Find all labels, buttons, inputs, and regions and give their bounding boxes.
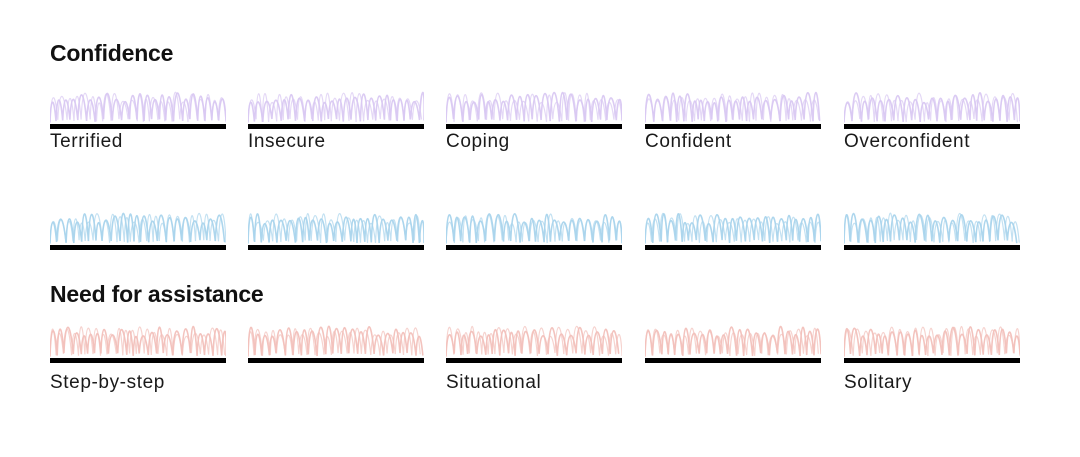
scribble-stroke [844, 212, 1020, 244]
scribble-doodle [645, 325, 821, 357]
scale-label: Step-by-step [50, 372, 165, 393]
scribble-stroke [248, 213, 424, 244]
scribble-stroke [645, 92, 820, 123]
scale-label: Solitary [844, 372, 913, 393]
scribble-stroke [248, 327, 421, 357]
scribble-stroke [645, 327, 819, 357]
scale-baseline [446, 124, 622, 129]
scale-cell-confidence-row0-col4 [844, 78, 1020, 129]
scribble-stroke [844, 92, 1020, 123]
scale-baseline [645, 245, 821, 250]
scale-baseline [50, 245, 226, 250]
scribble-doodle [50, 212, 226, 244]
scribble-doodle [446, 91, 622, 123]
scale-label: Situational [446, 372, 542, 393]
scale-cell-assistance-row0-col4 [844, 312, 1020, 363]
scale-cell-confidence-row1-col0 [50, 199, 226, 250]
scale-cell-assistance-row0-col0 [50, 312, 226, 363]
scale-label: Overconfident [844, 131, 971, 152]
scribble-stroke [446, 325, 622, 357]
scribble-stroke [248, 91, 424, 123]
scribble-stroke [50, 326, 226, 357]
scale-baseline [248, 358, 424, 363]
scale-cell-assistance-row0-col1 [248, 312, 424, 363]
scribble-stroke [844, 92, 1018, 123]
scale-cell-confidence-row0-col0 [50, 78, 226, 129]
scribble-stroke [446, 213, 622, 244]
scribble-doodle [50, 325, 226, 357]
scale-cell-confidence-row1-col1 [248, 199, 424, 250]
scale-cell-confidence-row1-col3 [645, 199, 821, 250]
scribble-doodle [844, 212, 1020, 244]
scale-cell-confidence-row0-col3 [645, 78, 821, 129]
scribble-doodle [446, 213, 622, 244]
scale-cell-assistance-row0-col3 [645, 312, 821, 363]
scale-label: Confident [645, 131, 732, 152]
scale-cell-confidence-row1-col4 [844, 199, 1020, 250]
scribble-stroke [248, 92, 423, 123]
scribble-doodle [50, 91, 226, 123]
scribble-stroke [248, 213, 422, 244]
scribble-stroke [645, 213, 821, 244]
scribble-doodle [248, 91, 424, 123]
scribble-stroke [50, 91, 226, 123]
scribble-stroke [645, 212, 821, 244]
scribble-stroke [446, 91, 622, 123]
scale-baseline [248, 245, 424, 250]
scale-baseline [446, 245, 622, 250]
scribble-doodle [248, 325, 424, 357]
scale-cell-assistance-row0-col2 [446, 312, 622, 363]
scribble-doodle [844, 325, 1020, 357]
scale-baseline [844, 358, 1020, 363]
scribble-doodle [844, 92, 1020, 123]
scale-label: Coping [446, 131, 510, 152]
scale-label: Insecure [248, 131, 326, 152]
scale-baseline [50, 358, 226, 363]
scribble-stroke [446, 213, 622, 244]
scale-baseline [50, 124, 226, 129]
scribble-doodle [248, 213, 424, 244]
confidence-heading: Confidence [50, 40, 174, 66]
scale-baseline [844, 245, 1020, 250]
scale-baseline [844, 124, 1020, 129]
scribble-stroke [50, 212, 226, 244]
scribble-stroke [446, 92, 622, 123]
scale-label: Terrified [50, 131, 123, 152]
scale-baseline [446, 358, 622, 363]
scribble-doodle [645, 91, 821, 123]
scribble-stroke [446, 326, 620, 357]
scale-baseline [248, 124, 424, 129]
scale-cell-confidence-row1-col2 [446, 199, 622, 250]
need-for-assistance-heading: Need for assistance [50, 281, 264, 307]
scale-cell-confidence-row0-col1 [248, 78, 424, 129]
scale-cell-confidence-row0-col2 [446, 78, 622, 129]
scale-baseline [645, 124, 821, 129]
scale-baseline [645, 358, 821, 363]
scribble-stroke [844, 325, 1020, 357]
scribble-doodle [645, 212, 821, 244]
scribble-doodle [446, 325, 622, 357]
